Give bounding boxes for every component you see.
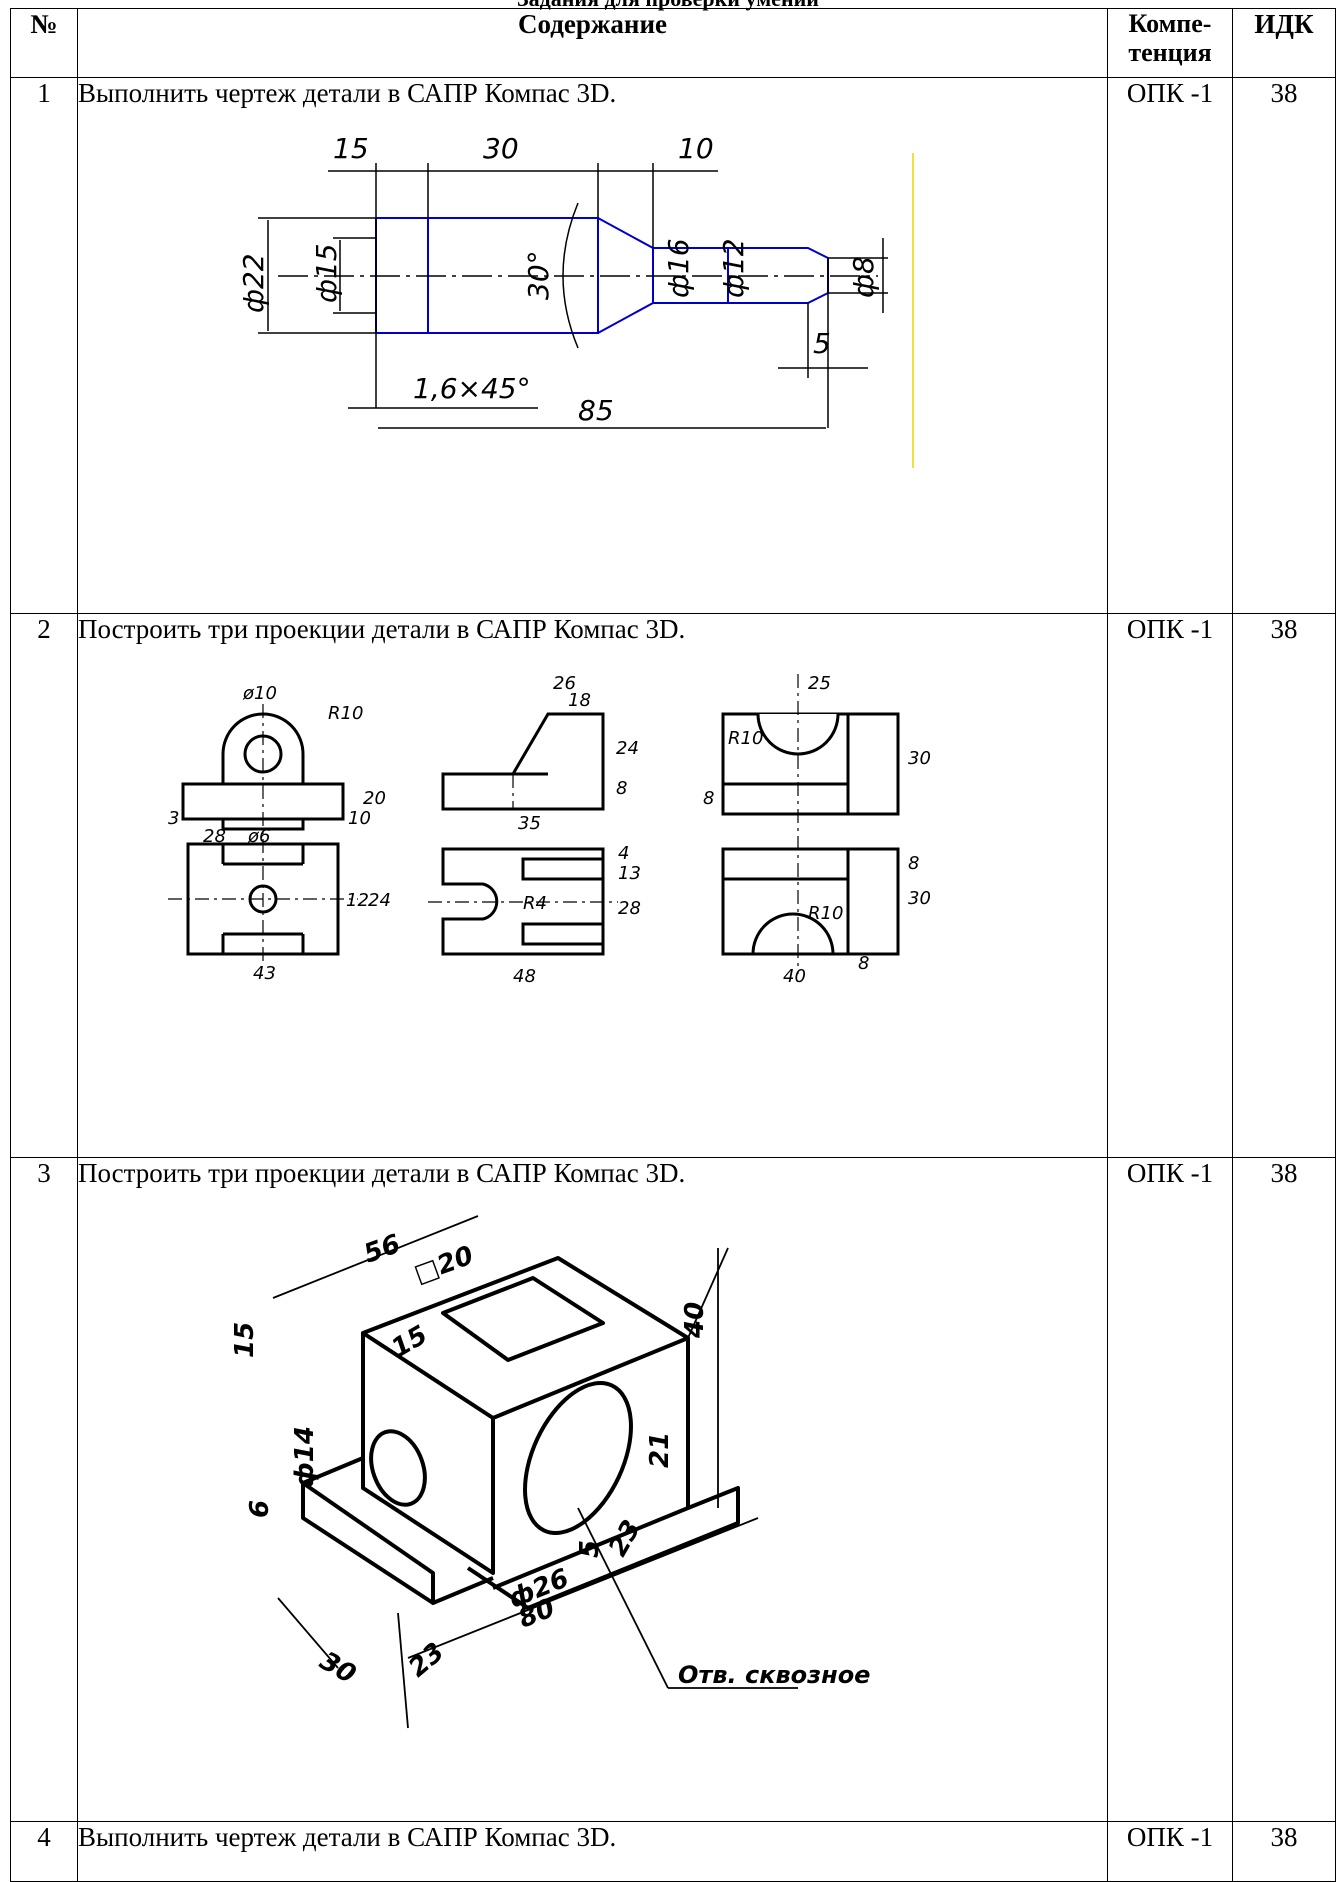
- dim-label: 3: [168, 808, 179, 829]
- dim-label: 40: [783, 966, 806, 987]
- row-content: Выполнить чертеж детали в САПР Компас 3D…: [77, 1821, 1108, 1882]
- row-number: 3: [10, 1157, 78, 1822]
- dim-label: 56: [360, 1229, 404, 1270]
- dim-label: 5: [813, 327, 831, 360]
- row-idk: 38: [1232, 77, 1336, 614]
- dim-label: ф14: [290, 1426, 320, 1488]
- dim-label: ф22: [237, 253, 270, 313]
- row-content: Построить три проекции детали в САПР Ком…: [77, 613, 1108, 1158]
- header-competence-line1: Компе-: [1128, 9, 1212, 38]
- dim-label: 28: [618, 898, 641, 919]
- dim-label: 26: [553, 673, 576, 694]
- dim-label: 25: [808, 673, 831, 694]
- task-text: Построить три проекции детали в САПР Ком…: [78, 1158, 686, 1188]
- section-title: Задания для проверки умений: [0, 0, 1336, 12]
- dim-label: ф15: [310, 243, 343, 303]
- dim-label: 8: [858, 953, 869, 974]
- dim-label: 18: [568, 690, 591, 711]
- three-views-drawing: ø10 R10 20 10 3 ø6 28 12 24 43 26 18 24 …: [168, 673, 931, 987]
- dim-label: □20: [410, 1241, 477, 1290]
- dim-label: 30°: [522, 250, 555, 300]
- dim-label: 35: [518, 813, 541, 834]
- dim-label: 8: [616, 778, 627, 799]
- task-text: Выполнить чертеж детали в САПР Компас 3D…: [78, 1822, 617, 1852]
- dim-label: 48: [513, 966, 536, 987]
- dim-label: R10: [808, 903, 843, 924]
- header-idk: ИДК: [1232, 8, 1336, 78]
- task-text: Построить три проекции детали в САПР Ком…: [78, 614, 686, 644]
- dim-label: 1,6×45°: [413, 372, 531, 405]
- dim-label: 13: [618, 863, 641, 884]
- dim-label: 4: [618, 843, 629, 864]
- table-header-row: № Содержание Компе-тенция ИДК: [10, 8, 1336, 78]
- dim-label: 8: [703, 788, 714, 809]
- row-number: 4: [10, 1821, 78, 1882]
- dim-label: 30: [908, 748, 931, 769]
- dim-label: ф16: [662, 238, 695, 298]
- dim-label: 30: [315, 1646, 361, 1690]
- row-content: Выполнить чертеж детали в САПР Компас 3D…: [77, 77, 1108, 614]
- dim-label: 40: [680, 1302, 710, 1339]
- dim-label: 10: [678, 132, 714, 165]
- dim-label: ø6: [247, 826, 270, 847]
- dim-label: ф12: [717, 238, 750, 298]
- dim-label: ø10: [242, 683, 277, 704]
- dim-label: 30: [908, 888, 931, 909]
- table-row: 3 Построить три проекции детали в САПР К…: [10, 1157, 1336, 1822]
- header-competence-line2: тенция: [1128, 38, 1212, 67]
- dim-label: 20: [363, 788, 386, 809]
- row-number: 1: [10, 77, 78, 614]
- dim-label: 85: [578, 394, 614, 427]
- dim-label: 5: [575, 1540, 605, 1558]
- row-content: Построить три проекции детали в САПР Ком…: [77, 1157, 1108, 1822]
- row-competence: ОПК -1: [1107, 77, 1233, 614]
- row-idk: 38: [1232, 1821, 1336, 1882]
- row-idk: 38: [1232, 613, 1336, 1158]
- dim-label: 24: [616, 738, 639, 759]
- dim-label: R10: [728, 728, 763, 749]
- row-number: 2: [10, 613, 78, 1158]
- dim-label: ф8: [847, 256, 880, 298]
- dim-label: 15: [387, 1320, 433, 1364]
- dim-label: 23: [603, 1515, 647, 1561]
- task-text: Выполнить чертеж детали в САПР Компас 3D…: [78, 78, 617, 108]
- table-row: 2 Построить три проекции детали в САПР К…: [10, 613, 1336, 1158]
- dim-label: R4: [523, 893, 547, 914]
- row-competence: ОПК -1: [1107, 613, 1233, 1158]
- dim-label: 6: [245, 1500, 275, 1518]
- dim-label: R10: [328, 703, 363, 724]
- row-competence: ОПК -1: [1107, 1821, 1233, 1882]
- dim-label: 24: [368, 890, 391, 911]
- isometric-drawing: 56 □20 15 15 ф14 40 21 6 5 23 ф26 80 30 …: [230, 1215, 870, 1729]
- dim-label: 30: [483, 132, 519, 165]
- row-idk: 38: [1232, 1157, 1336, 1822]
- dim-label: 28: [203, 826, 226, 847]
- dim-label: 10: [348, 808, 371, 829]
- header-number: №: [10, 8, 78, 78]
- dim-label: 15: [333, 132, 369, 165]
- shaft-drawing: 15 30 10 ф22 ф15 30° ф16 ф12 ф8 5 1,6×45…: [237, 132, 914, 468]
- dim-label: 21: [645, 1432, 675, 1468]
- row-competence: ОПК -1: [1107, 1157, 1233, 1822]
- header-content: Содержание: [77, 8, 1108, 78]
- table-row: 1 Выполнить чертеж детали в САПР Компас …: [10, 77, 1336, 614]
- dim-label: 15: [230, 1322, 260, 1358]
- dim-label: 8: [908, 853, 919, 874]
- tasks-table: № Содержание Компе-тенция ИДК 1 Выполнит…: [10, 8, 1336, 1882]
- dim-label: 12: [346, 890, 369, 911]
- table-row: 4 Выполнить чертеж детали в САПР Компас …: [10, 1821, 1336, 1882]
- note-label: Отв. сквозное: [678, 1661, 870, 1689]
- header-competence: Компе-тенция: [1107, 8, 1233, 78]
- dim-label: 43: [253, 963, 276, 984]
